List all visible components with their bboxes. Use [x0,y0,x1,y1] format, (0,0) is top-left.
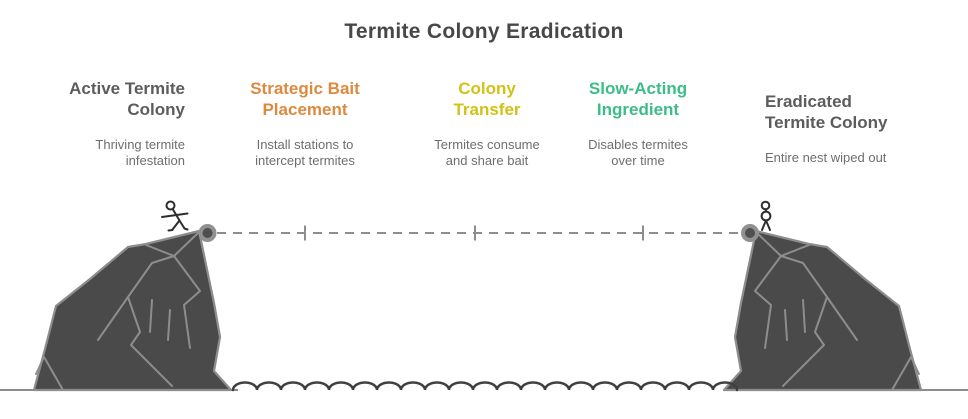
stick-figure-left-icon [161,200,189,232]
step-title: Active Termite Colony [69,79,185,119]
step-description: Install stations to intercept termites [255,137,355,168]
step-description: Disables termites over time [588,137,688,168]
cliff-left [32,229,233,392]
step-colony-transfer: Colony Transfer Termites consume and sha… [412,78,562,169]
step-eradicated-colony: Eradicated Termite Colony Entire nest wi… [765,91,905,166]
step-title: Strategic Bait Placement [250,79,360,119]
cliff-right [722,229,923,392]
step-slow-ingredient: Slow-Acting Ingredient Disables termites… [563,78,713,169]
step-description: Termites consume and share bait [434,137,540,168]
anchor-ring-left-icon [198,224,217,242]
stick-figure-right-icon [760,200,772,231]
step-bait-placement: Strategic Bait Placement Install station… [230,78,380,169]
page-title: Termite Colony Eradication [344,20,624,43]
step-description: Entire nest wiped out [765,150,887,165]
step-active-colony: Active Termite Colony Thriving termite i… [51,78,185,169]
step-title: Slow-Acting Ingredient [588,79,688,119]
water-wave [231,381,739,392]
step-title: Colony Transfer [453,79,521,119]
step-description: Thriving termite infestation [95,137,185,168]
step-title: Eradicated Termite Colony [765,92,888,132]
anchor-ring-right-icon [741,224,759,242]
